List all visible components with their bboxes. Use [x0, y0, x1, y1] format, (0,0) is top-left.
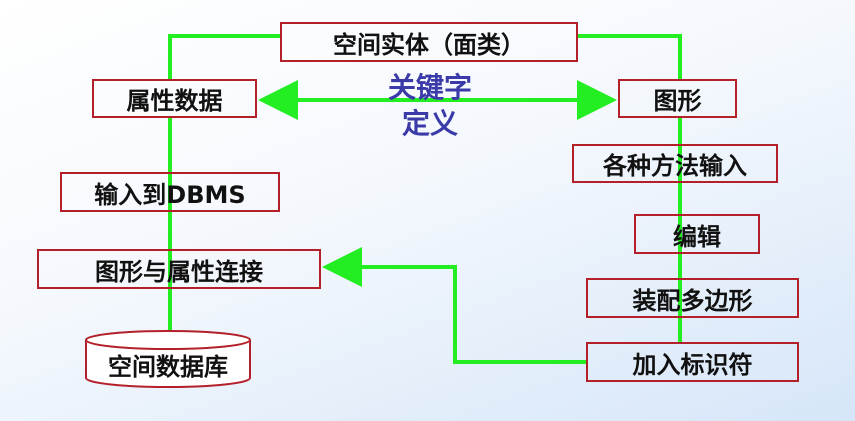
node-link: 图形与属性连接	[37, 249, 321, 289]
node-assemble-polygons: 装配多边形	[586, 278, 799, 318]
line-identifier-to-link	[322, 247, 586, 364]
node-graphics: 图形	[618, 79, 737, 118]
line-entity-to-graphics	[578, 34, 682, 79]
node-spatial-database: 空间数据库	[108, 352, 228, 381]
node-add-identifier: 加入标识符	[586, 342, 799, 382]
node-edit: 编辑	[634, 214, 760, 254]
node-input-dbms: 输入到DBMS	[60, 172, 280, 212]
database-cylinder	[85, 330, 251, 388]
keyword-label-line1: 关键字	[387, 71, 472, 104]
line-entity-to-attribute	[168, 34, 280, 79]
node-input-methods: 各种方法输入	[572, 144, 778, 183]
keyword-label-line2: 定义	[401, 107, 458, 140]
node-attribute-data: 属性数据	[92, 79, 257, 118]
node-spatial-entity: 空间实体（面类）	[280, 22, 578, 62]
